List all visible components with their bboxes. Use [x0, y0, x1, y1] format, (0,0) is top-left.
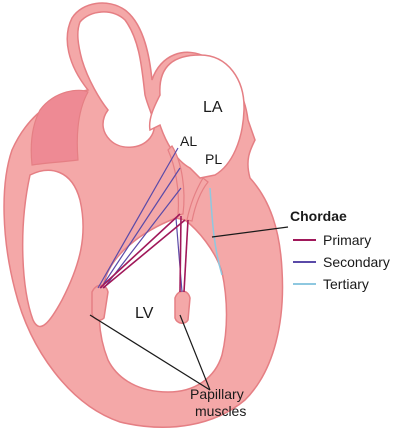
primary-chord [99, 213, 181, 289]
papillary-leader-posterior [179, 314, 211, 391]
legend-label-primary: Primary [323, 232, 371, 248]
secondary-chord [100, 167, 181, 289]
primary-chordae [99, 213, 189, 293]
posterior-papillary-muscle [174, 290, 191, 324]
papillary-label-line1: Papillary [190, 386, 244, 402]
secondary-chordae [97, 147, 183, 293]
papillary-leader-anterior [89, 314, 211, 391]
left-atrium-label: LA [203, 99, 223, 116]
posterior-leaflet [186, 177, 209, 222]
tertiary-chord [209, 187, 223, 276]
legend-label-secondary: Secondary [323, 254, 390, 270]
left-ventricle-label: LV [135, 305, 154, 322]
chordae-leader-line [211, 226, 289, 238]
legend-title: Chordae [290, 208, 347, 224]
primary-chord [179, 215, 182, 293]
aorta-lumen [77, 11, 155, 148]
right-ventricle-cavity [21, 169, 84, 328]
legend-label-tertiary: Tertiary [323, 276, 369, 292]
right-auricle [30, 89, 89, 166]
posterior-leaflet-label: PL [205, 151, 222, 167]
papillary-label-line2: muscles [195, 403, 246, 419]
secondary-chord [175, 217, 183, 293]
anterior-leaflet-label: AL [180, 133, 197, 149]
primary-chord [102, 219, 186, 289]
secondary-chord [103, 187, 182, 289]
anterior-leaflet [167, 145, 185, 216]
primary-chord [183, 219, 189, 293]
secondary-chord [97, 147, 179, 289]
